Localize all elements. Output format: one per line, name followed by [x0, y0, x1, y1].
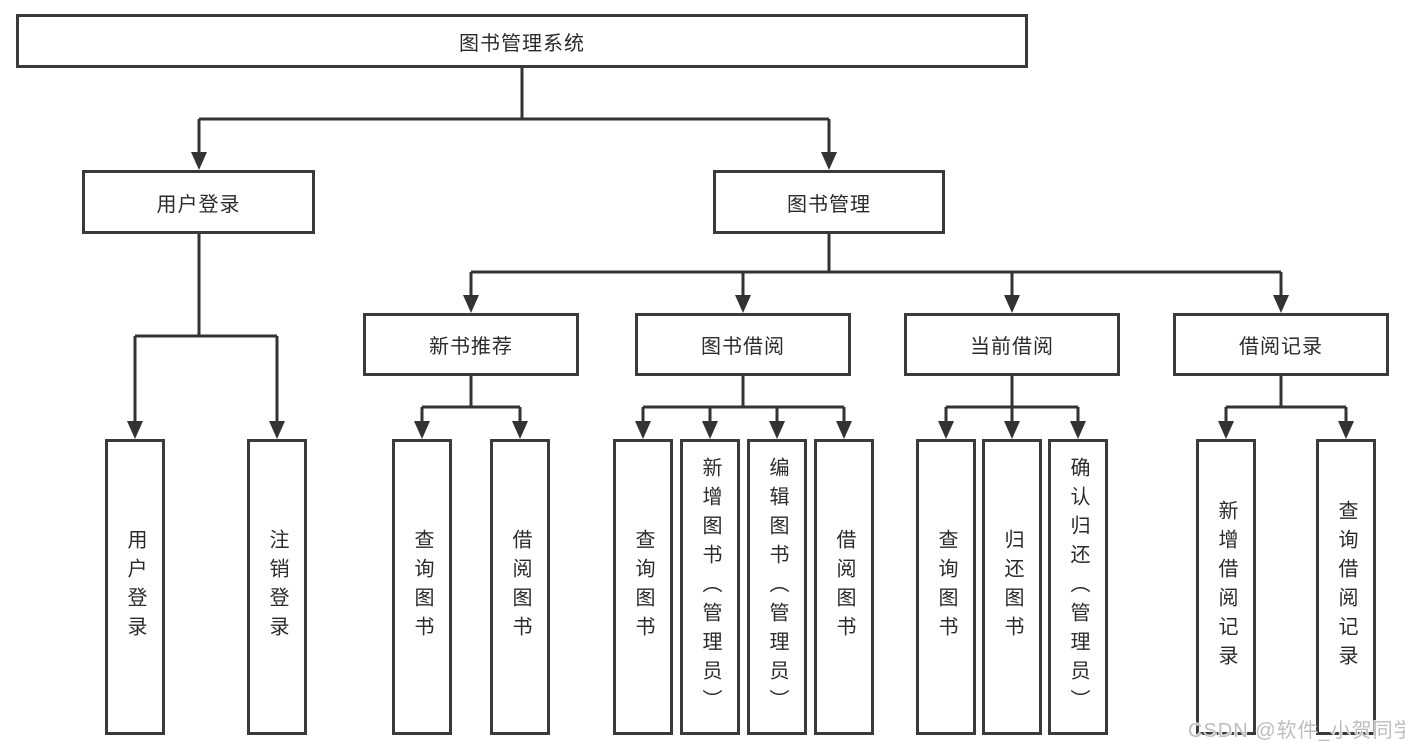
arrowheads — [127, 152, 1354, 439]
node-label: 新增借阅记录 — [1215, 500, 1237, 674]
node-label: 归还图书 — [1001, 529, 1023, 645]
node-edit-books-admin: 编辑图书（管理员） — [747, 439, 807, 735]
node-label: 图书管理 — [787, 193, 871, 216]
node-library-system: 图书管理系统 — [16, 14, 1028, 68]
node-label: 查询图书 — [935, 529, 957, 645]
node-borrowing-records: 借阅记录 — [1173, 313, 1389, 376]
node-query-books-recommend: 查询图书 — [392, 439, 452, 735]
node-add-books-admin: 新增图书（管理员） — [680, 439, 740, 735]
node-logout: 注销登录 — [247, 439, 307, 735]
node-label: 图书管理系统 — [459, 32, 585, 55]
node-label: 图书借阅 — [701, 336, 785, 358]
node-label: 当前借阅 — [970, 336, 1054, 358]
node-label: 查询图书 — [632, 529, 654, 645]
node-query-borrow-record: 查询借阅记录 — [1316, 439, 1376, 735]
node-book-borrowing: 图书借阅 — [635, 313, 851, 376]
node-borrow-books-recommend: 借阅图书 — [490, 439, 550, 735]
node-current-borrowing: 当前借阅 — [904, 313, 1120, 376]
node-new-book-recommendation: 新书推荐 — [363, 313, 579, 376]
node-label: 借阅图书 — [509, 529, 531, 645]
node-label: 编辑图书（管理员） — [766, 456, 788, 718]
node-label: 查询借阅记录 — [1335, 500, 1357, 674]
node-query-books-current: 查询图书 — [916, 439, 976, 735]
connector-path — [133, 68, 1348, 423]
node-label: 确认归还（管理员） — [1067, 456, 1089, 718]
node-label: 用户登录 — [156, 193, 241, 216]
node-label: 新增图书（管理员） — [699, 456, 721, 718]
node-return-books: 归还图书 — [982, 439, 1042, 735]
node-label: 查询图书 — [411, 529, 433, 645]
node-label: 新书推荐 — [429, 336, 513, 358]
node-borrow-books-action: 借阅图书 — [814, 439, 874, 735]
node-user-login: 用户登录 — [82, 170, 315, 234]
node-label: 用户登录 — [124, 529, 146, 645]
node-book-management: 图书管理 — [713, 170, 945, 234]
node-label: 借阅图书 — [833, 529, 855, 645]
node-confirm-return-admin: 确认归还（管理员） — [1048, 439, 1108, 735]
node-user-login-action: 用户登录 — [105, 439, 165, 735]
node-query-books-borrow: 查询图书 — [613, 439, 673, 735]
node-label: 注销登录 — [266, 529, 288, 645]
node-add-borrow-record: 新增借阅记录 — [1196, 439, 1256, 735]
csdn-watermark: CSDN @软件_小贺同学 — [1188, 720, 1405, 742]
node-label: 借阅记录 — [1239, 336, 1323, 358]
